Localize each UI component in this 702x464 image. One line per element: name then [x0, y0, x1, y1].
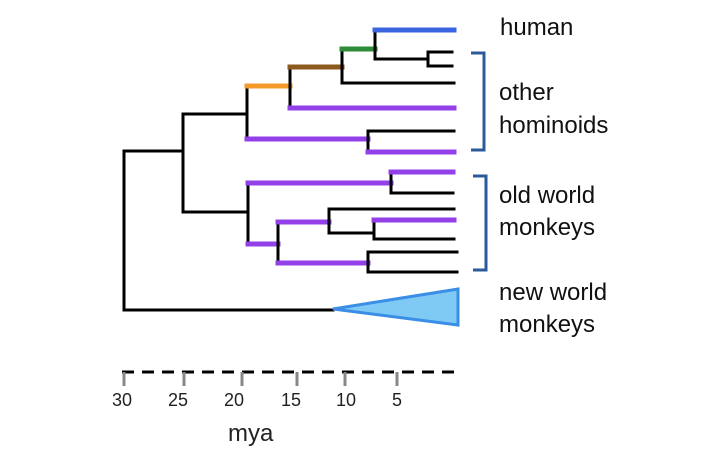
tick-label-15: 15 — [280, 390, 302, 410]
tick-label-10: 10 — [335, 390, 357, 410]
tick-label-25: 25 — [167, 390, 189, 410]
old-world-monkey-clade — [245, 169, 459, 274]
root-branches — [122, 112, 335, 312]
hominoid-clade — [244, 27, 457, 155]
label-new-world-line1: new world — [499, 279, 608, 306]
tick-label-20: 20 — [223, 390, 245, 410]
label-other-hominoids-line2: hominoids — [499, 112, 609, 139]
time-axis — [122, 370, 461, 386]
axis-title-mya: mya — [228, 420, 274, 447]
label-human: human — [500, 14, 574, 41]
old-world-monkeys-bracket — [473, 174, 488, 272]
tick-label-5: 5 — [391, 390, 403, 410]
new-world-monkeys-triangle — [332, 287, 460, 327]
label-other-hominoids-line1: other — [499, 79, 554, 106]
label-new-world-line2: monkeys — [499, 311, 596, 338]
tick-label-30: 30 — [111, 390, 133, 410]
label-old-world-line1: old world — [499, 182, 596, 209]
other-hominoids-bracket — [471, 51, 486, 152]
label-old-world-line2: monkeys — [499, 214, 596, 241]
